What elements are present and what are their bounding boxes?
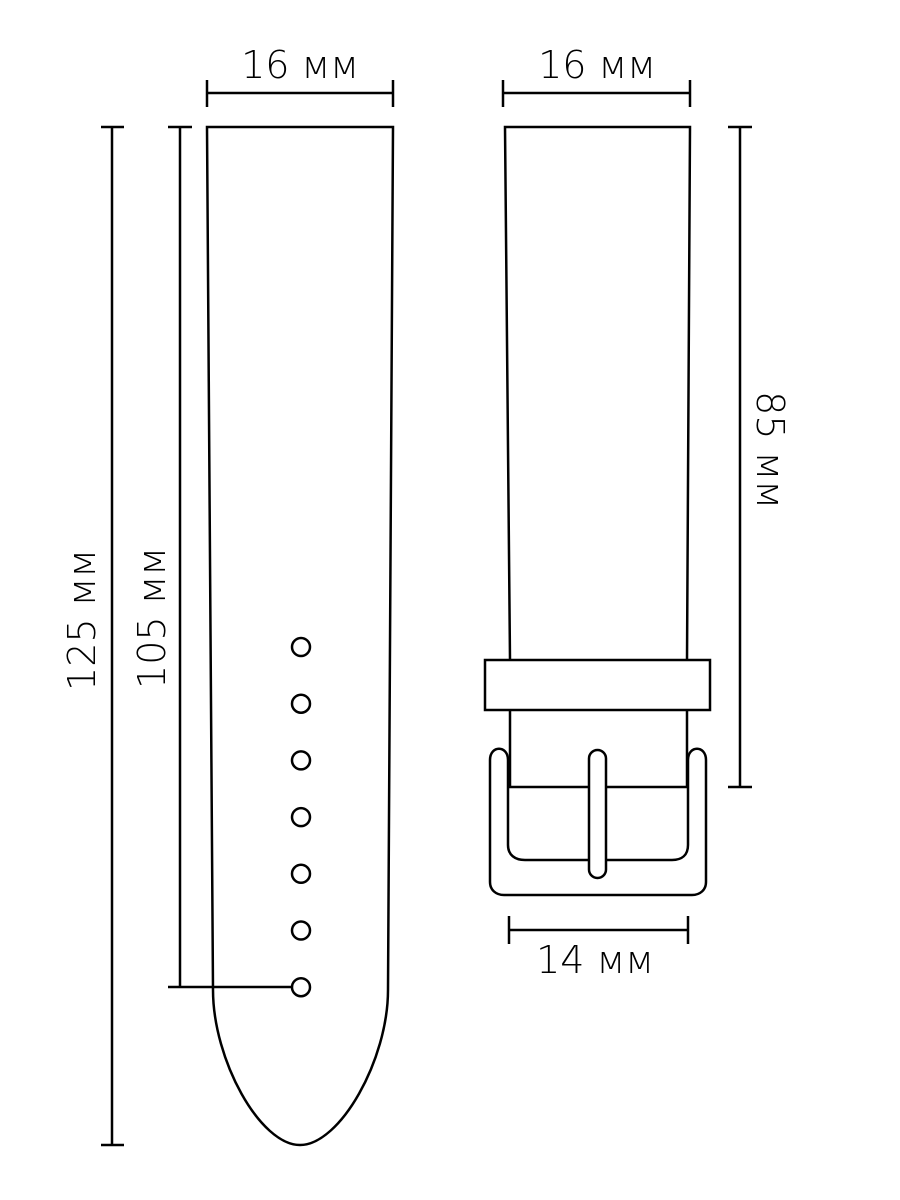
label-buckle-width: 14 мм (536, 938, 654, 982)
long-strap-outline (205, 125, 395, 1147)
short-strap-outline (503, 125, 692, 661)
label-total-length: 125 мм (60, 549, 104, 691)
label-length-to-hole: 105 мм (130, 547, 174, 689)
strap-keeper (483, 658, 712, 712)
strap-hole (290, 750, 312, 771)
strap-hole (290, 693, 312, 714)
buckle-frame (488, 747, 708, 897)
label-short-strap-width: 16 мм (538, 43, 656, 87)
strap-hole (290, 636, 312, 658)
strap-hole (290, 976, 312, 998)
strap-hole (290, 920, 312, 941)
dimension-lines (101, 80, 752, 1147)
label-short-strap-length: 85 мм (748, 391, 792, 509)
strap-hole (290, 806, 312, 828)
buckle-prong (587, 748, 608, 880)
strap-holes (290, 636, 312, 998)
label-long-strap-width: 16 мм (241, 43, 359, 87)
strap-hole (290, 863, 312, 885)
